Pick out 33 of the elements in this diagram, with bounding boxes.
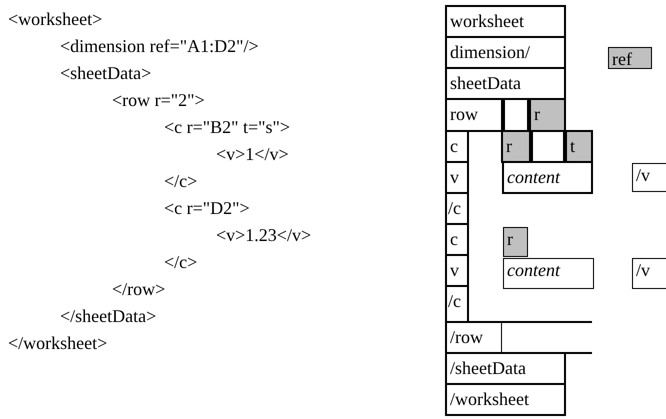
code-line: <sheetData> [60, 62, 152, 84]
code-line: </row> [112, 278, 166, 300]
element-box: c [445, 223, 469, 256]
attribute-box: r [529, 98, 566, 132]
element-box: /worksheet [445, 383, 566, 416]
code-line: <row r="2"> [112, 89, 205, 111]
element-box: content [503, 258, 594, 289]
element-box: /c [445, 285, 469, 323]
code-line: </c> [164, 251, 198, 273]
code-line: <v>1.23</v> [216, 224, 312, 246]
code-line: <c r="B2" t="s"> [164, 116, 290, 138]
element-box: /c [445, 192, 469, 225]
attribute-box: r [501, 130, 531, 163]
code-line: <v>1</v> [216, 143, 289, 165]
element-box: /v [632, 163, 666, 192]
code-line: <c r="D2"> [164, 197, 250, 219]
attribute-box: t [565, 130, 593, 163]
code-line: </c> [164, 170, 198, 192]
element-box: dimension/ [445, 36, 566, 69]
element-box: content [502, 161, 593, 194]
element-box: /sheetData [445, 352, 566, 385]
element-box: c [445, 130, 469, 163]
element-box: v [445, 161, 469, 194]
element-box: /v [632, 258, 666, 289]
element-box: worksheet [445, 5, 566, 38]
code-line: </worksheet> [8, 332, 108, 354]
attribute-box: r [503, 227, 528, 257]
empty-box [501, 321, 593, 354]
code-line: <worksheet> [8, 8, 102, 30]
element-box: v [445, 254, 469, 287]
code-line: <dimension ref="A1:D2"/> [60, 35, 259, 57]
attribute-box: ref [608, 47, 652, 69]
code-line: </sheetData> [60, 305, 156, 327]
